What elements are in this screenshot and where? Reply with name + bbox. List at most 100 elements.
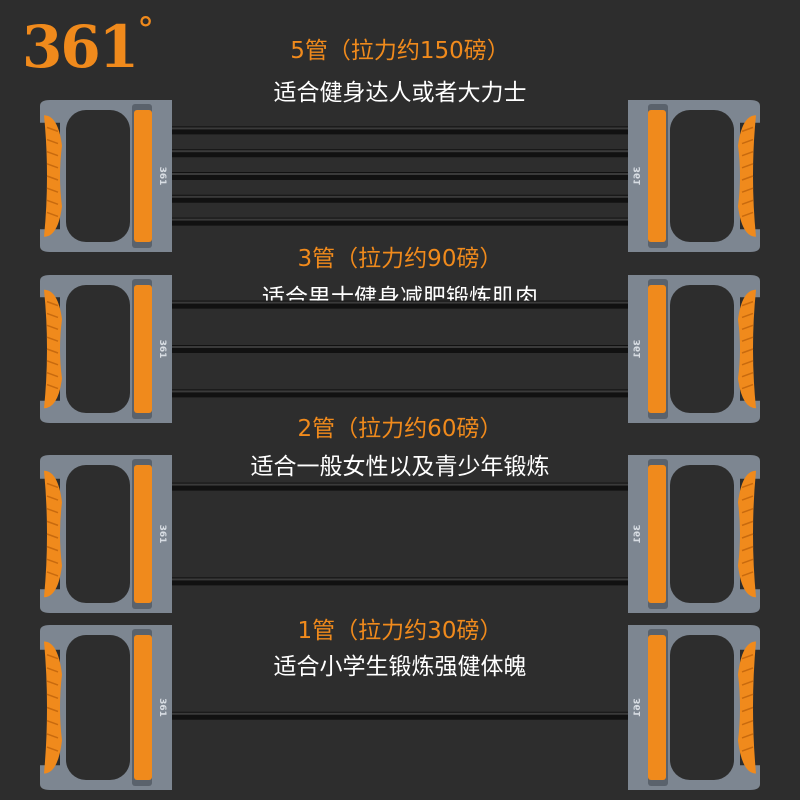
left-grip-ridge	[46, 733, 59, 739]
left-handle-opening	[66, 635, 130, 780]
right-grip-ridge	[741, 138, 754, 145]
variant-2-desc: 适合一般女性以及青少年锻炼	[250, 454, 550, 480]
left-grip-ridge	[46, 706, 59, 713]
right-handle: 361	[628, 275, 760, 423]
brand-logo: 361°	[22, 13, 154, 76]
left-grip-ridge	[46, 175, 59, 181]
right-grip-ridge	[741, 746, 754, 752]
right-grip-ridge	[741, 653, 754, 660]
left-grip-ridge	[46, 336, 59, 342]
right-grip	[738, 641, 756, 774]
variant-3-desc: 适合小学生锻炼强健体魄	[273, 654, 527, 680]
tube-highlight	[120, 301, 680, 304]
variant-0-title: 5管（拉力约150磅）	[290, 38, 510, 64]
right-grip-ridge	[741, 733, 754, 739]
right-grip-ridge	[741, 300, 754, 307]
right-grip-ridge	[741, 371, 754, 378]
right-grip-ridge	[741, 545, 754, 552]
left-handle-mark: 361	[157, 698, 167, 717]
left-grip-ridge	[46, 163, 59, 169]
logo-degree-mark: °	[137, 9, 154, 50]
right-handle-opening	[670, 465, 734, 603]
left-grip-ridge	[46, 746, 59, 752]
right-pad	[648, 635, 666, 780]
left-grip-ridge	[46, 482, 59, 489]
right-grip-ridge	[741, 680, 754, 686]
tube-highlight	[120, 218, 680, 221]
right-grip	[738, 115, 756, 237]
expander-3-tube: 361 361	[0, 275, 800, 423]
right-grip-ridge	[741, 187, 754, 193]
left-handle: 361	[40, 275, 172, 423]
left-grip-ridge	[46, 680, 59, 686]
left-grip-ridge	[46, 383, 59, 390]
right-grip-ridge	[741, 312, 754, 319]
right-handle: 361	[628, 625, 760, 790]
left-grip	[44, 470, 62, 598]
tube-highlight	[120, 150, 680, 153]
variant-3-title: 1管（拉力约30磅）	[297, 618, 503, 644]
left-grip-ridge	[46, 371, 59, 378]
left-grip-ridge	[46, 508, 59, 514]
left-pad	[134, 285, 152, 413]
right-grip-ridge	[741, 360, 754, 366]
left-grip-ridge	[46, 360, 59, 366]
left-grip-ridge	[46, 545, 59, 552]
tube-highlight	[120, 346, 680, 348]
right-grip-ridge	[741, 533, 754, 539]
left-grip-ridge	[46, 693, 59, 700]
variant-0-desc: 适合健身达人或者大力士	[273, 80, 527, 106]
expander-illustration: 361 361	[40, 625, 760, 790]
right-grip-ridge	[741, 571, 754, 577]
right-grip-ridge	[741, 706, 754, 713]
left-handle-mark: 361	[157, 340, 167, 359]
tube-highlight	[120, 127, 680, 130]
right-handle-opening	[670, 285, 734, 413]
left-grip-ridge	[46, 558, 59, 564]
left-grip	[44, 641, 62, 774]
right-pad	[648, 110, 666, 242]
left-pad	[134, 635, 152, 780]
left-grip-ridge	[46, 348, 59, 354]
left-pad	[134, 465, 152, 603]
left-grip-ridge	[46, 199, 59, 206]
right-grip-ridge	[741, 324, 754, 331]
right-grip-ridge	[741, 693, 754, 700]
left-pad	[134, 110, 152, 242]
right-grip-ridge	[741, 126, 754, 133]
right-grip-ridge	[741, 175, 754, 181]
variant-1-title: 3管（拉力约90磅）	[297, 246, 503, 272]
right-grip-ridge	[741, 508, 754, 514]
left-grip	[44, 115, 62, 237]
variant-2-title: 2管（拉力约60磅）	[297, 416, 503, 442]
left-handle-mark: 361	[157, 167, 167, 186]
right-handle-mark: 361	[633, 340, 643, 359]
left-handle-opening	[66, 285, 130, 413]
left-grip-ridge	[46, 495, 59, 501]
left-grip-ridge	[46, 211, 59, 218]
left-grip-ridge	[46, 571, 59, 577]
right-grip-ridge	[741, 482, 754, 489]
left-grip-ridge	[46, 533, 59, 539]
right-grip-ridge	[741, 383, 754, 390]
left-handle-opening	[66, 110, 130, 242]
right-grip-ridge	[741, 348, 754, 354]
right-handle-mark: 361	[633, 698, 643, 717]
left-grip-ridge	[46, 300, 59, 307]
right-grip-ridge	[741, 150, 754, 157]
tube-highlight	[120, 390, 680, 393]
left-grip-ridge	[46, 187, 59, 193]
right-grip	[738, 289, 756, 409]
logo-text: 361	[22, 13, 139, 81]
right-pad	[648, 465, 666, 603]
right-grip-ridge	[741, 667, 754, 673]
tube-highlight	[120, 173, 680, 175]
left-handle: 361	[40, 625, 172, 790]
right-handle-opening	[670, 110, 734, 242]
right-grip-ridge	[741, 495, 754, 501]
left-grip-ridge	[46, 138, 59, 145]
